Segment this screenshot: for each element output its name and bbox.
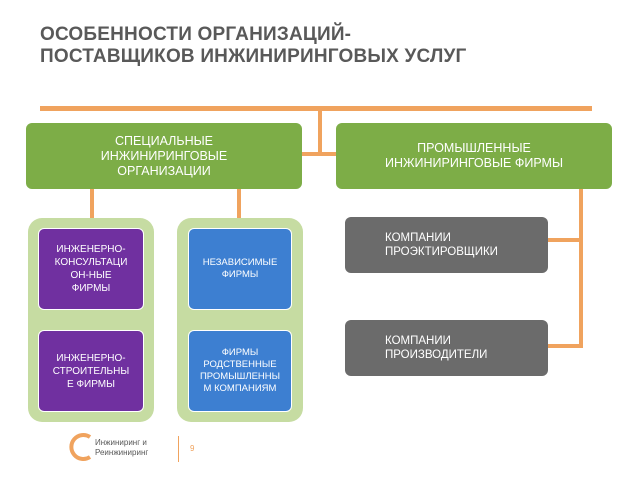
independent-line-1: НЕЗАВИСИМЫЕ — [202, 257, 278, 268]
footer-logo-line-2: Реинжиниринг — [95, 448, 149, 457]
producers-line-2: ПРОИЗВОДИТЕЛИ — [385, 349, 488, 361]
independent-firms-box: НЕЗАВИСИМЫЕ ФИРМЫ — [188, 228, 292, 310]
right-trunk-line — [579, 188, 583, 348]
build-line-3: Е ФИРМЫ — [67, 378, 115, 390]
design-line-1: КОМПАНИИ — [385, 232, 451, 244]
footer-logo-line-1: Инжиниринг и — [95, 438, 147, 447]
slide-title: ОСОБЕННОСТИ ОРГАНИЗАЦИЙ- ПОСТАВЩИКОВ ИНЖ… — [40, 24, 600, 68]
industrial-line-2: ИНЖИНИРИНГОВЫЕ ФИРМЫ — [384, 156, 564, 170]
special-line-2: ИНЖИНИРИНГОВЫЕ — [100, 148, 228, 163]
related-line-1: ФИРМЫ — [221, 347, 259, 358]
engineering-construction-firms-box: ИНЖЕНЕРНО- СТРОИТЕЛЬНЫ Е ФИРМЫ — [38, 330, 144, 412]
consult-line-4: ФИРМЫ — [71, 283, 111, 294]
footer-separator — [178, 436, 179, 462]
build-line-2: СТРОИТЕЛЬНЫ — [52, 365, 130, 377]
left-branch-line — [90, 188, 94, 218]
independent-line-2: ФИРМЫ — [221, 269, 259, 280]
design-connector-line — [546, 238, 582, 242]
producers-line-1: КОМПАНИИ — [385, 335, 451, 347]
design-companies-box: КОМПАНИИ ПРОЭКТИРОВЩИКИ — [345, 217, 548, 273]
title-line-1: ОСОБЕННОСТИ ОРГАНИЗАЦИЙ- — [40, 24, 352, 45]
related-line-2: РОДСТВЕННЫЕ — [203, 359, 277, 370]
consult-line-3: ОН-НЫЕ — [70, 270, 112, 281]
producer-companies-box: КОМПАНИИ ПРОИЗВОДИТЕЛИ — [345, 320, 548, 376]
related-line-3: ПРОМЫШЛЕННЫ — [199, 371, 281, 382]
design-line-2: ПРОЭКТИРОВЩИКИ — [385, 246, 498, 258]
logo-icon — [69, 433, 92, 461]
center-branch-line — [237, 188, 241, 218]
consult-line-1: ИНЖЕНЕРНО- — [56, 244, 126, 255]
footer-logo-text: Инжиниринг и Реинжиниринг — [95, 438, 148, 458]
middle-connector-line — [302, 152, 336, 156]
industrial-engineering-firms-box: ПРОМЫШЛЕННЫЕ ИНЖИНИРИНГОВЫЕ ФИРМЫ — [336, 123, 612, 189]
special-line-1: СПЕЦИАЛЬНЫЕ — [114, 133, 214, 148]
page-number: 9 — [190, 444, 195, 453]
industrial-line-1: ПРОМЫШЛЕННЫЕ — [417, 141, 531, 155]
top-vertical-line — [318, 108, 322, 154]
engineering-consulting-firms-box: ИНЖЕНЕРНО- КОНСУЛЬТАЦИ ОН-НЫЕ ФИРМЫ — [38, 228, 144, 310]
related-line-4: М КОМПАНИЯМ — [203, 383, 277, 394]
special-engineering-organizations-box: СПЕЦИАЛЬНЫЕ ИНЖИНИРИНГОВЫЕ ОРГАНИЗАЦИИ — [26, 123, 302, 189]
producers-connector-line — [546, 344, 582, 348]
consult-line-2: КОНСУЛЬТАЦИ — [54, 257, 128, 268]
build-line-1: ИНЖЕНЕРНО- — [56, 352, 126, 364]
top-horizontal-line — [40, 106, 592, 111]
title-line-2: ПОСТАВЩИКОВ ИНЖИНИРИНГОВЫХ УСЛУГ — [40, 46, 467, 67]
special-line-3: ОРГАНИЗАЦИИ — [117, 163, 211, 178]
industry-related-firms-box: ФИРМЫ РОДСТВЕННЫЕ ПРОМЫШЛЕННЫ М КОМПАНИЯ… — [188, 330, 292, 412]
